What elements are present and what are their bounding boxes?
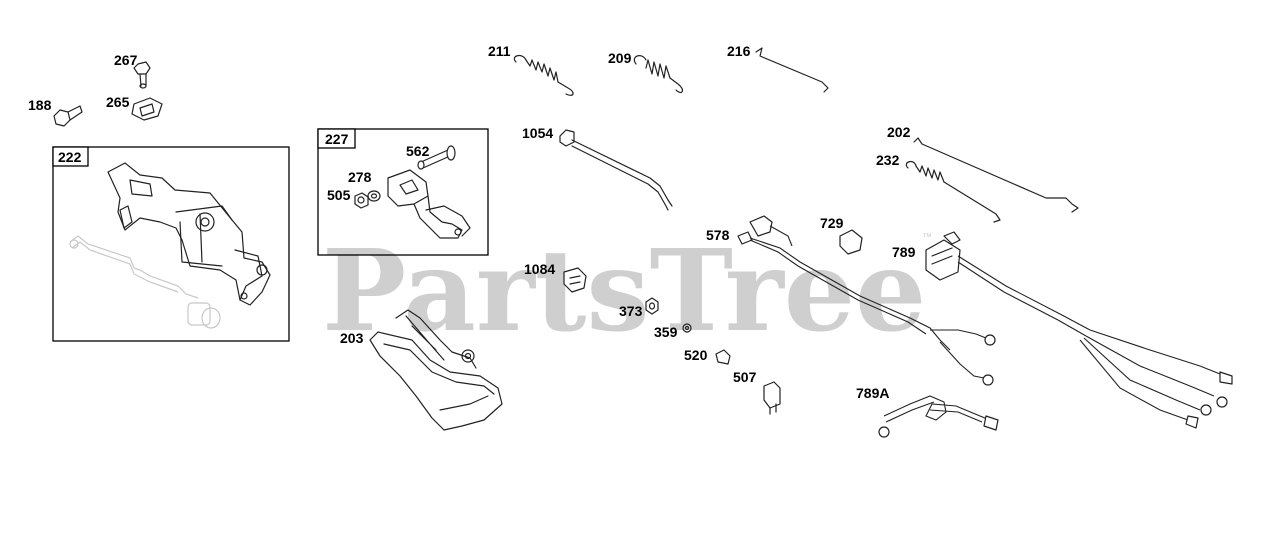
part-232-spring bbox=[905, 160, 1001, 223]
part-209-spring bbox=[633, 55, 684, 94]
part-578-wire-harness bbox=[737, 215, 996, 386]
part-359-washer bbox=[682, 323, 692, 333]
callout-232: 232 bbox=[876, 152, 900, 168]
part-507-switch bbox=[763, 381, 781, 415]
callout-202: 202 bbox=[887, 124, 911, 140]
callout-209: 209 bbox=[608, 50, 632, 66]
box-label-222: 222 bbox=[58, 149, 82, 165]
part-203-control-lever bbox=[369, 309, 503, 431]
part-202-rod bbox=[913, 137, 1079, 213]
part-520-clip bbox=[715, 349, 731, 365]
part-222-bracket bbox=[69, 162, 271, 329]
callout-373: 373 bbox=[619, 303, 643, 319]
part-789a-wire-lead bbox=[878, 395, 999, 438]
callout-507: 507 bbox=[733, 369, 757, 385]
part-227-control-bracket bbox=[387, 169, 471, 239]
callout-359: 359 bbox=[654, 324, 678, 340]
part-1054-tie-strap bbox=[559, 129, 673, 211]
part-1084-connector bbox=[563, 267, 587, 293]
watermark-text: PartsTree bbox=[322, 226, 926, 357]
part-505-nut bbox=[354, 192, 369, 209]
part-729-connector bbox=[839, 229, 863, 255]
callout-labels: 188 267 265 562 278 505 211 209 216 1054… bbox=[28, 43, 916, 401]
callout-789: 789 bbox=[892, 244, 916, 260]
part-278-washer bbox=[367, 190, 381, 202]
callout-562: 562 bbox=[406, 143, 430, 159]
callout-203: 203 bbox=[340, 330, 364, 346]
callout-505: 505 bbox=[327, 187, 351, 203]
part-188-screw bbox=[53, 105, 83, 127]
watermark-trademark: ™ bbox=[922, 232, 932, 243]
callout-578: 578 bbox=[706, 227, 730, 243]
part-373-nut bbox=[645, 297, 659, 315]
part-789-wire-harness bbox=[925, 231, 1233, 429]
callout-520: 520 bbox=[684, 347, 708, 363]
callout-211: 211 bbox=[488, 43, 511, 59]
part-216-rod bbox=[755, 47, 829, 93]
callout-1084: 1084 bbox=[524, 261, 555, 277]
assembly-box-227[interactable]: 227 bbox=[317, 128, 489, 256]
callout-789a: 789A bbox=[856, 385, 889, 401]
callout-278: 278 bbox=[348, 169, 372, 185]
callout-729: 729 bbox=[820, 215, 844, 231]
assembly-box-222[interactable]: 222 bbox=[52, 146, 290, 342]
part-562-pin bbox=[417, 145, 456, 170]
box-label-227: 227 bbox=[325, 131, 349, 147]
part-267-bolt bbox=[133, 61, 151, 89]
part-265-clip bbox=[131, 97, 163, 121]
callout-1054: 1054 bbox=[522, 125, 553, 141]
callout-267: 267 bbox=[114, 52, 138, 68]
callout-265: 265 bbox=[106, 94, 130, 110]
part-211-spring bbox=[513, 54, 574, 96]
callout-216: 216 bbox=[727, 43, 751, 59]
callout-188: 188 bbox=[28, 97, 52, 113]
